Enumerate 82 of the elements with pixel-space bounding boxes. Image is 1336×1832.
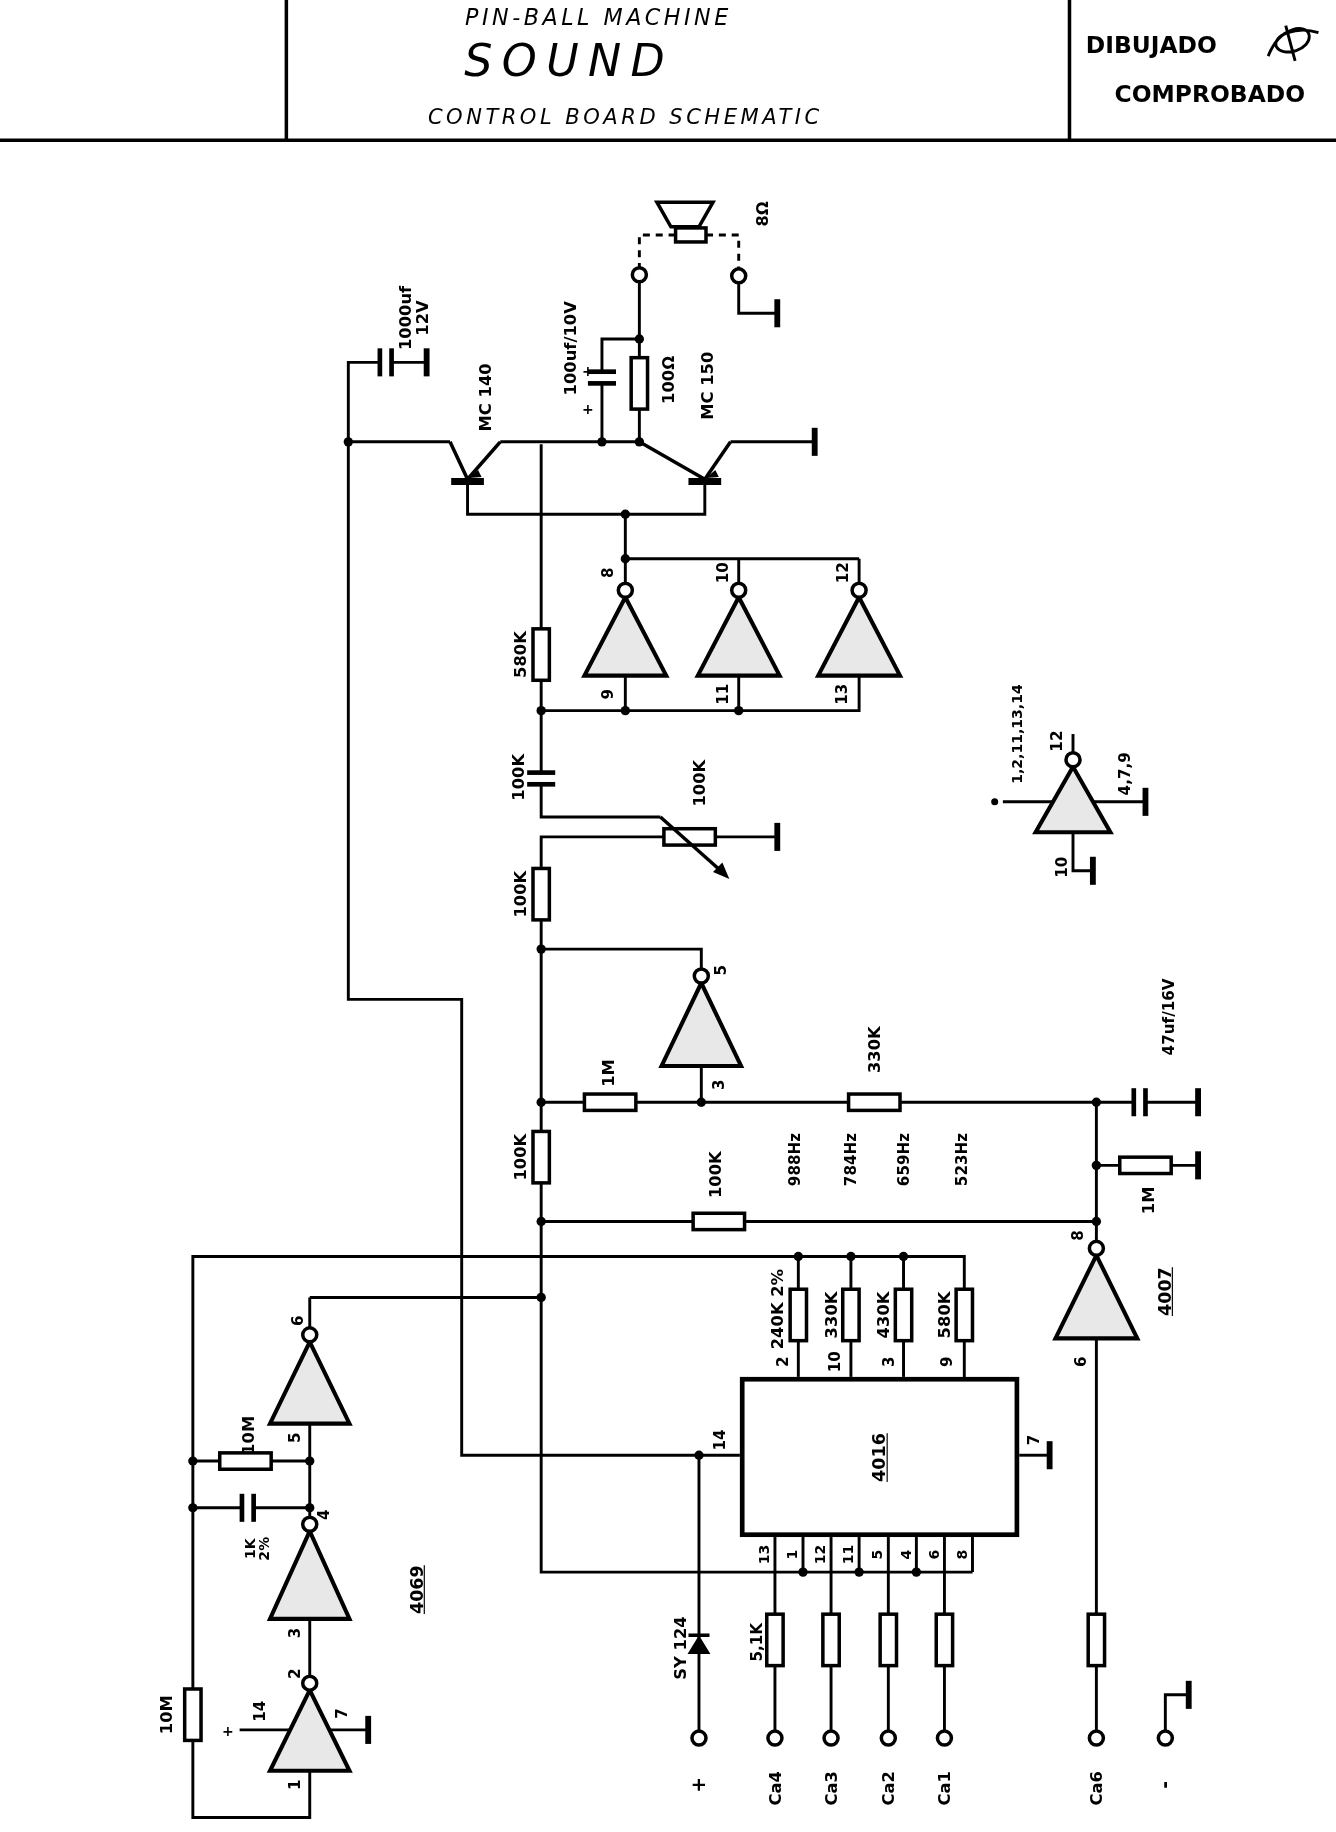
component-value: 8Ω [753,201,771,227]
pin-number: 6 [290,1315,306,1327]
frequency-label: 659Hz [895,1132,912,1187]
pin-number: 8 [600,567,616,578]
component-value: 10M [239,1415,256,1455]
pin-number: 4,7,9 [1116,752,1133,796]
title-text: SOUND [464,38,675,83]
component-value: 580K [936,1291,953,1339]
pin-number: 12 [813,1544,828,1565]
component-value: 47uf/16V [1161,978,1177,1056]
terminal-label: Ca3 [822,1771,840,1806]
pin-number: 2 [775,1356,791,1367]
frequency-label: 988Hz [787,1132,803,1187]
part-number: 4007 [1156,1267,1175,1316]
terminal-label: - [1156,1780,1175,1789]
component-value: 100K [690,759,708,807]
pin-number: 5 [870,1549,885,1560]
frequency-label: 784Hz [843,1132,859,1187]
terminal-label: Ca6 [1088,1771,1105,1806]
pin-number: 14 [712,1429,728,1451]
pin-number: 8 [1070,1230,1086,1241]
pin-number: 8 [954,1549,969,1560]
part-number: 4016 [871,1433,889,1482]
component-value: 430K [875,1291,892,1339]
pin-number: 2 [286,1668,303,1680]
pin-number: 6 [1073,1356,1089,1367]
pin-number: 7 [1025,1434,1041,1446]
pin-number: 9 [600,689,616,700]
stamp-text: DIBUJADO [1085,32,1217,57]
part-number: MC 150 [698,351,716,420]
terminal-label: Ca4 [766,1771,784,1806]
title-text: PIN-BALL MACHINE [465,6,732,29]
pin-number: 1 [286,1779,303,1791]
pin-number: 10 [826,1351,843,1373]
polarity-sign: + [222,1724,234,1739]
frequency-label: 523Hz [954,1132,970,1187]
component-value: 1K 2% [243,1535,272,1563]
pin-number: 12 [835,562,851,584]
component-value: 240K 2% [769,1268,786,1350]
component-value: 100K [511,870,529,918]
pin-number: 3 [711,1079,727,1090]
component-value: 330K [822,1291,840,1339]
component-value: 1M [1139,1186,1156,1215]
component-value: 100K [707,1151,724,1199]
pin-number: 7 [333,1708,349,1719]
pin-number: 9 [939,1356,955,1367]
terminal-label: + [689,1777,709,1793]
component-value: 100K [511,1133,529,1181]
pin-number: 5 [286,1432,303,1443]
component-value: 100K [509,753,526,801]
pin-number: 4 [316,1509,332,1521]
component-value: 5,1K [748,1622,764,1662]
pin-number: 11 [714,683,730,705]
title-text: CONTROL BOARD SCHEMATIC [427,106,823,128]
pin-number: 10 [1053,856,1069,878]
part-number: 4069 [408,1565,427,1615]
pin-number: 11 [841,1544,856,1565]
component-value: 100Ω [660,355,677,404]
pin-number: 14 [251,1700,268,1722]
part-number: MC 140 [476,363,494,432]
component-value: 10M [157,1695,175,1735]
component-value: 580K [511,631,529,678]
pin-number: 1 [785,1549,800,1560]
stamp-text: COMPROBADO [1114,81,1305,106]
pin-number: 6 [926,1549,941,1560]
part-number: SY 124 [672,1616,689,1680]
component-value: 100uf/10V [562,301,579,396]
terminal-label: Ca1 [936,1771,953,1806]
pin-number: 4 [898,1549,913,1560]
terminal-label: Ca2 [880,1771,897,1806]
pin-number: 3 [880,1356,896,1367]
pin-number: 12 [1049,730,1065,752]
component-value: 330K [866,1026,883,1074]
pin-number: 13 [833,683,850,705]
pin-number: 5 [713,964,729,976]
pin-number: 1,2,11,13,14 [1009,684,1024,784]
component-value: 1000uf 12V [397,284,431,353]
component-value: 1M [599,1059,616,1087]
pin-number: 3 [286,1627,303,1639]
pin-number: 13 [757,1544,772,1565]
polarity-sign: + [582,402,594,417]
pin-number: 10 [714,562,730,584]
